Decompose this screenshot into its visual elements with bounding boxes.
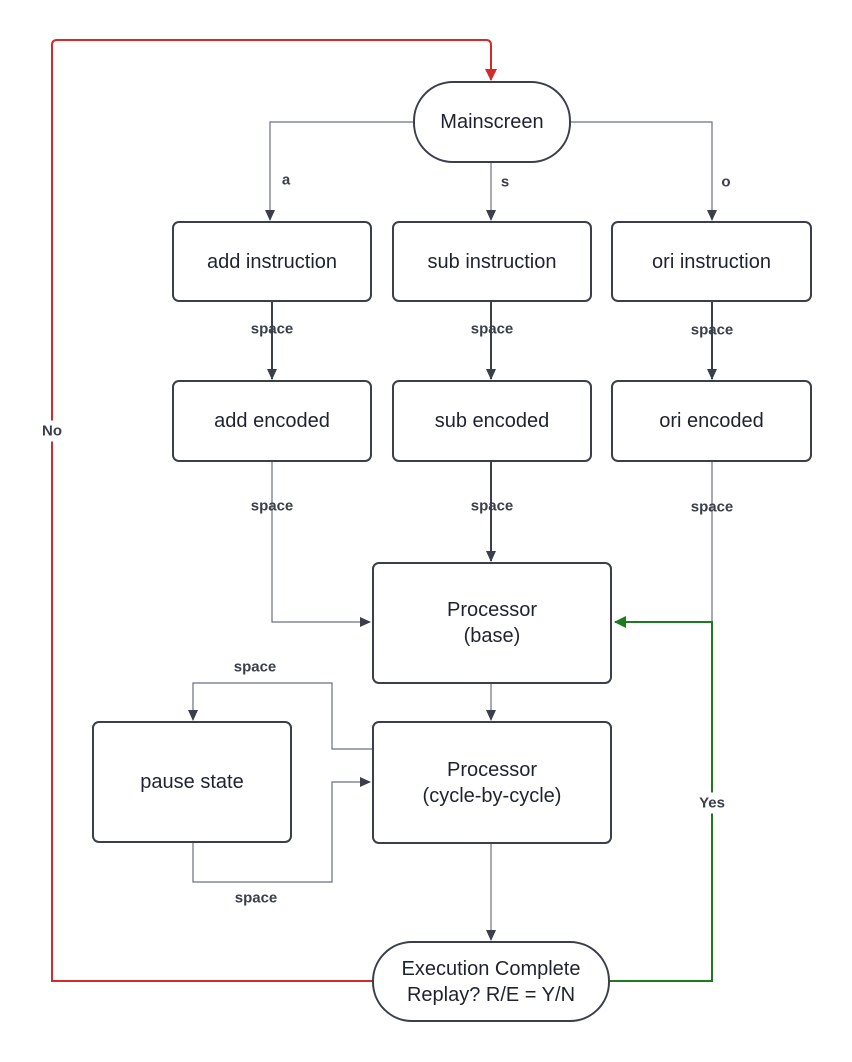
edge-label-space-add-2: space: [250, 497, 294, 515]
edge-label-space-pause-bottom: space: [234, 889, 278, 907]
sub-encoded-node: sub encoded: [392, 380, 592, 462]
edge-label-a: a: [281, 171, 291, 189]
edge-label-yes: Yes: [699, 792, 725, 814]
edge-pause-to-processor: [192, 777, 371, 883]
edge-label-no: No: [42, 420, 62, 442]
edge-ori-encoded-to-processor: [615, 461, 713, 627]
edge-label-space-ori-1: space: [690, 321, 734, 339]
edge-add-encoded-to-processor: [271, 461, 371, 627]
edge-label-space-ori-2: space: [690, 498, 734, 516]
edge-label-space-add-1: space: [250, 320, 294, 338]
processor-base-node: Processor (base): [372, 562, 612, 684]
pause-state-node: pause state: [92, 721, 292, 843]
execution-complete-node: Execution Complete Replay? R/E = Y/N: [372, 941, 610, 1022]
mainscreen-node: Mainscreen: [413, 81, 571, 163]
add-encoded-node: add encoded: [172, 380, 372, 462]
ori-encoded-node: ori encoded: [611, 380, 812, 462]
edge-processor-to-pause: [188, 682, 373, 750]
add-instruction-node: add instruction: [172, 221, 372, 302]
edge-mainscreen-to-ori: [570, 121, 717, 221]
edge-label-space-sub-1: space: [470, 320, 514, 338]
sub-instruction-node: sub instruction: [392, 221, 592, 302]
edge-label-s: s: [500, 173, 510, 191]
edge-mainscreen-to-add: [265, 121, 414, 221]
edge-label-space-pause-top: space: [233, 658, 277, 676]
processor-cycle-node: Processor (cycle-by-cycle): [372, 721, 612, 844]
edge-label-o: o: [721, 173, 731, 191]
edge-no-replay: [51, 39, 497, 982]
ori-instruction-node: ori instruction: [611, 221, 812, 302]
edge-yes-replay: [609, 616, 713, 982]
edge-label-space-sub-2: space: [470, 497, 514, 515]
